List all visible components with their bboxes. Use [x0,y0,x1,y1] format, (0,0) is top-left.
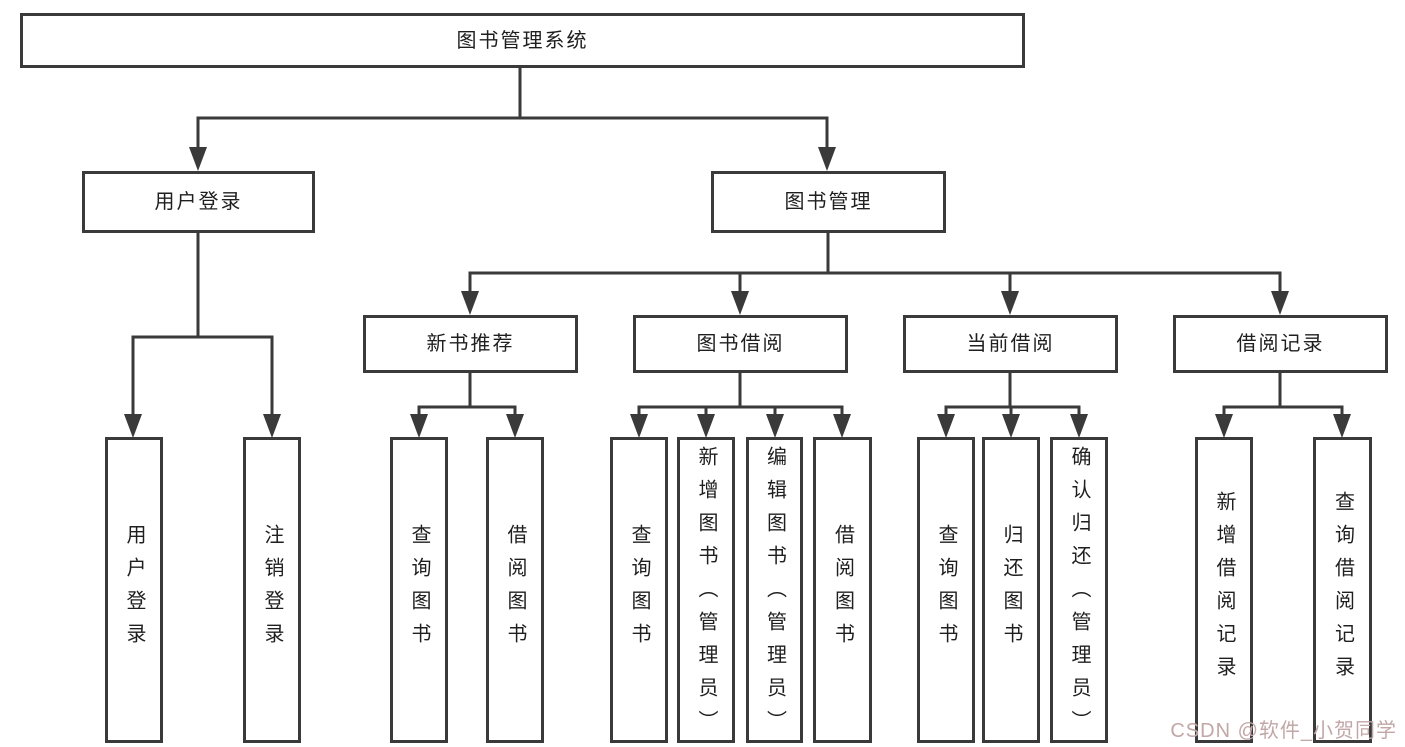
node-leaf-query-books: 查询图书 [610,437,668,743]
arrow-down-icon [937,414,955,438]
connector-borrow-record-children [1222,373,1344,416]
arrow-down-icon [731,291,749,315]
arrowheads [124,147,1351,438]
node-leaf-borrow-books: 借阅图书 [486,437,544,743]
node-leaf-user-login: 用户登录 [105,437,163,743]
arrow-down-icon [818,147,836,171]
node-book-management: 图书管理 [711,171,946,233]
node-leaf-add-book-admin: 新增图书（管理员） [677,437,735,743]
connector-current-borrow-children [944,373,1081,416]
node-book-borrowing: 图书借阅 [633,315,848,373]
node-leaf-logout: 注销登录 [243,437,301,743]
node-borrowing-records: 借阅记录 [1173,315,1388,373]
arrow-down-icon [1333,414,1351,438]
connector-user-login-children [131,233,274,416]
arrow-down-icon [506,414,524,438]
connector-book-borrow-children [637,373,844,416]
node-leaf-add-borrow-record: 新增借阅记录 [1195,437,1253,743]
node-leaf-query-borrow-record: 查询借阅记录 [1313,437,1372,743]
node-leaf-borrow-books: 借阅图书 [813,437,872,743]
csdn-watermark: CSDN @软件_小贺同学 [1170,720,1397,742]
arrow-down-icon [1271,291,1289,315]
node-leaf-confirm-return-admin: 确认归还（管理员） [1050,437,1108,743]
connector-root-to-level2 [196,68,829,149]
arrow-down-icon [833,414,851,438]
connector-book-mgmt-to-level3 [468,233,1282,293]
arrow-down-icon [1070,414,1088,438]
node-new-book-recommend: 新书推荐 [363,315,578,373]
node-leaf-return-books: 归还图书 [982,437,1040,743]
arrow-down-icon [263,414,281,438]
arrow-down-icon [124,414,142,438]
node-leaf-query-books: 查询图书 [390,437,448,743]
arrow-down-icon [1215,414,1233,438]
arrow-down-icon [1001,291,1019,315]
node-leaf-edit-book-admin: 编辑图书（管理员） [746,437,803,743]
connector-new-book-children [417,373,517,416]
arrow-down-icon [630,414,648,438]
node-leaf-query-books: 查询图书 [917,437,975,743]
node-current-borrowing: 当前借阅 [903,315,1118,373]
arrow-down-icon [697,414,715,438]
node-library-system: 图书管理系统 [20,13,1025,68]
arrow-down-icon [461,291,479,315]
arrow-down-icon [1002,414,1020,438]
arrow-down-icon [766,414,784,438]
node-user-login: 用户登录 [82,171,315,233]
arrow-down-icon [410,414,428,438]
arrow-down-icon [189,147,207,171]
